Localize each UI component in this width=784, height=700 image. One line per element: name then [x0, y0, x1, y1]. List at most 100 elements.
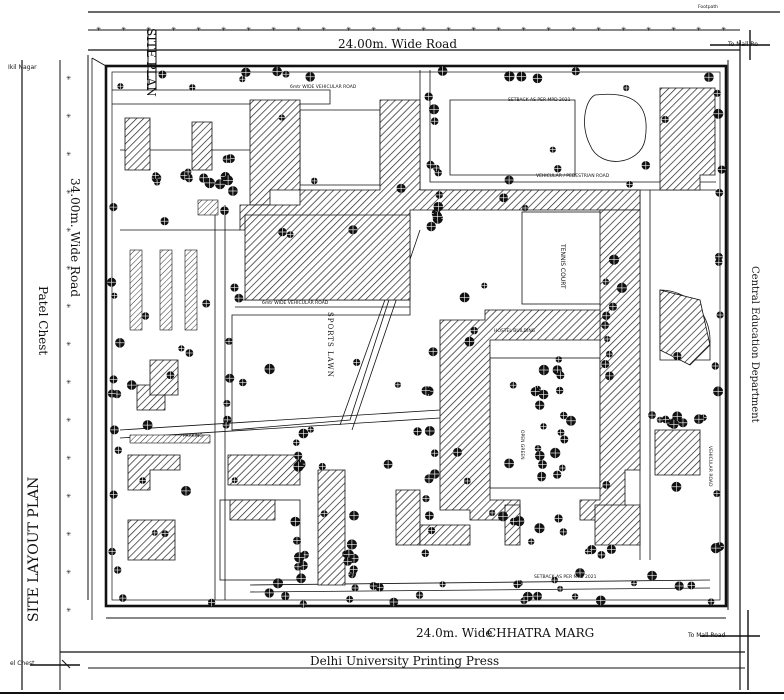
tree-symbol: [713, 89, 721, 97]
tree-symbol: [396, 183, 406, 193]
road-tree-star: ✳: [721, 26, 726, 33]
tree-symbol: [426, 160, 435, 169]
tree-symbol: [535, 450, 545, 461]
tree-symbol: [713, 386, 724, 397]
tree-symbol: [602, 481, 611, 489]
tree-symbol: [538, 364, 550, 376]
road-tree-star: ✳: [66, 227, 71, 234]
tree-symbol: [669, 419, 679, 429]
road-tree-star: ✳: [246, 26, 251, 33]
tree-symbol: [626, 181, 633, 188]
hostel-building-label: HOSTEL BUILDING: [494, 329, 536, 334]
tree-symbol: [199, 173, 209, 183]
tree-symbol: [430, 469, 440, 479]
tree-symbol: [717, 165, 726, 174]
tree-symbol: [241, 67, 251, 78]
tree-symbol: [714, 252, 723, 261]
tree-symbol: [415, 591, 424, 599]
road-tree-star: ✳: [66, 417, 71, 424]
road-tree-star: ✳: [66, 151, 71, 158]
outer-roads: [21, 11, 780, 690]
road-tree-star: ✳: [496, 26, 501, 33]
tree-symbol: [459, 292, 470, 303]
road-tree-star: ✳: [346, 26, 351, 33]
road-tree-star: ✳: [471, 26, 476, 33]
tree-symbol: [463, 477, 471, 485]
tree-symbol: [107, 389, 116, 398]
road-tree-star: ✳: [66, 75, 71, 82]
road-tree-star: ✳: [321, 26, 326, 33]
tree-symbol: [272, 66, 282, 77]
site-boundary: [91, 57, 728, 620]
tree-symbol: [716, 311, 724, 319]
setback-bottom-label: SETBACK AS PER MPD 2021: [534, 575, 597, 580]
road-tree-star: ✳: [596, 26, 601, 33]
tree-symbol: [435, 191, 443, 199]
tree-symbol: [278, 227, 287, 237]
tree-symbol: [351, 584, 359, 592]
tree-symbol: [534, 523, 545, 534]
tree-symbol: [537, 473, 546, 482]
tree-symbol: [307, 426, 314, 433]
tree-symbol: [225, 337, 233, 345]
tree-symbol: [630, 580, 637, 587]
tree-symbol: [185, 174, 193, 183]
tree-symbol: [481, 282, 488, 289]
tree-symbol: [530, 387, 540, 397]
tree-symbol: [202, 299, 211, 308]
road-tree-star: ✳: [66, 341, 71, 348]
tree-symbol: [228, 186, 238, 196]
tree-symbol: [715, 188, 724, 197]
tree-symbol: [671, 481, 682, 492]
tree-symbol: [549, 146, 556, 153]
tree-symbol: [425, 511, 434, 520]
tree-symbol: [687, 581, 696, 590]
tree-symbol: [571, 593, 579, 600]
tree-symbol: [346, 595, 354, 603]
tree-symbol: [432, 211, 443, 221]
tree-symbol: [557, 429, 564, 436]
tree-symbol: [571, 67, 580, 76]
tree-symbol: [349, 565, 358, 574]
parking-label: PARKING: [183, 434, 203, 439]
tree-symbol: [234, 293, 244, 303]
tree-symbol: [293, 461, 304, 472]
tree-symbol: [606, 544, 617, 555]
tree-symbol: [647, 570, 657, 581]
to-mall-road-bottom: To Mall Road: [688, 632, 726, 639]
setback-top-label: SETBACK AS PER MPD 2021: [508, 98, 571, 103]
road-tree-star: ✳: [66, 569, 71, 576]
tree-symbol: [553, 470, 562, 479]
tree-symbol: [551, 576, 558, 584]
tree-symbol: [299, 600, 307, 608]
tree-symbol: [604, 335, 611, 343]
tree-symbol: [575, 568, 585, 578]
tree-symbol: [139, 477, 146, 484]
road-tree-star: ✳: [66, 113, 71, 120]
tree-symbol: [264, 588, 274, 598]
to-mall-road-top: To Mall Ro: [728, 41, 758, 48]
vehicular-road-right-label: VEHICULAR ROAD: [707, 446, 712, 487]
tree-symbol: [294, 563, 302, 571]
tree-symbol: [704, 72, 714, 82]
tree-symbol: [109, 425, 119, 435]
tree-symbol: [154, 179, 161, 186]
road-tree-star: ✳: [196, 26, 201, 33]
tree-symbol: [426, 221, 436, 232]
tree-symbol: [278, 114, 285, 121]
road-tree-star: ✳: [121, 26, 126, 33]
tree-symbol: [343, 557, 353, 566]
tree-symbol: [184, 168, 192, 176]
tree-symbol: [694, 414, 704, 425]
footpath-label: Footpath: [698, 5, 718, 10]
tree-symbol: [346, 539, 357, 550]
tree-symbol: [608, 254, 620, 265]
tree-symbol: [554, 165, 562, 173]
tree-symbol: [223, 175, 234, 186]
buildings: [124, 87, 716, 586]
tree-symbol: [117, 83, 124, 90]
tree-symbol: [439, 581, 446, 588]
tree-symbol: [264, 363, 275, 375]
tree-symbol: [298, 428, 309, 439]
tree-symbol: [158, 70, 167, 79]
